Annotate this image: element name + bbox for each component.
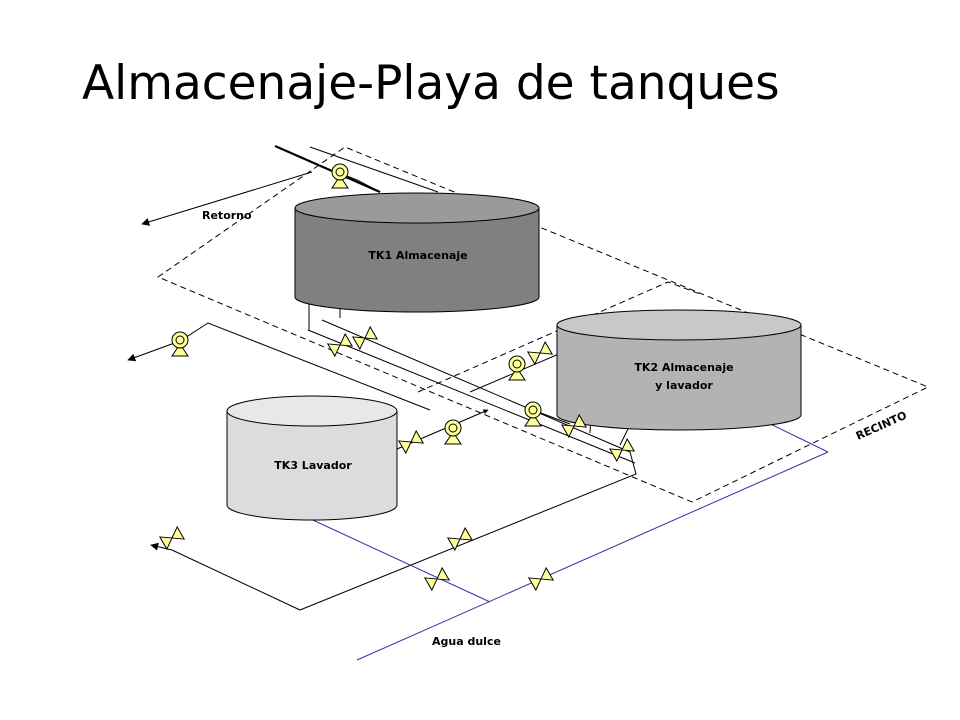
gate-valve-icon xyxy=(560,413,588,439)
gate-valve-icon xyxy=(608,437,636,463)
fresh-water-main xyxy=(356,451,829,661)
pump-icon xyxy=(444,419,462,445)
pump-icon xyxy=(171,331,189,357)
gate-valve-icon xyxy=(326,332,354,358)
gate-valve-icon xyxy=(158,525,186,551)
gate-valve-icon xyxy=(526,340,554,366)
fresh-water-label: Agua dulce xyxy=(432,635,501,648)
tank-tk2-label-line2: y lavador xyxy=(655,379,713,392)
slide-title: Almacenaje-Playa de tanques xyxy=(82,56,780,111)
gate-valve-icon xyxy=(446,526,474,552)
enclosure-outline xyxy=(156,146,930,503)
fresh-water-lines xyxy=(301,419,829,661)
tank-tk2-label-line1: TK2 Almacenaje xyxy=(634,361,733,374)
return-line xyxy=(141,171,313,226)
return-label: Retorno xyxy=(202,209,252,222)
tank-tk3: TK3 Lavador xyxy=(226,395,398,521)
enclosure-label: RECINTO xyxy=(854,409,909,443)
tank-tk1-label: TK1 Almacenaje xyxy=(368,249,467,262)
tank-tk2: TK2 Almacenaje y lavador xyxy=(556,309,802,431)
gate-valve-icon xyxy=(423,566,451,592)
gate-valve-icon xyxy=(397,429,425,455)
tank-tk1: TK1 Almacenaje xyxy=(294,192,540,313)
gate-valve-icon xyxy=(527,566,555,592)
pump-icon xyxy=(508,355,526,381)
pump-icon xyxy=(524,401,542,427)
tank-tk3-label: TK3 Lavador xyxy=(274,459,352,472)
pump-icon xyxy=(331,163,349,189)
gate-valve-icon xyxy=(351,325,379,351)
